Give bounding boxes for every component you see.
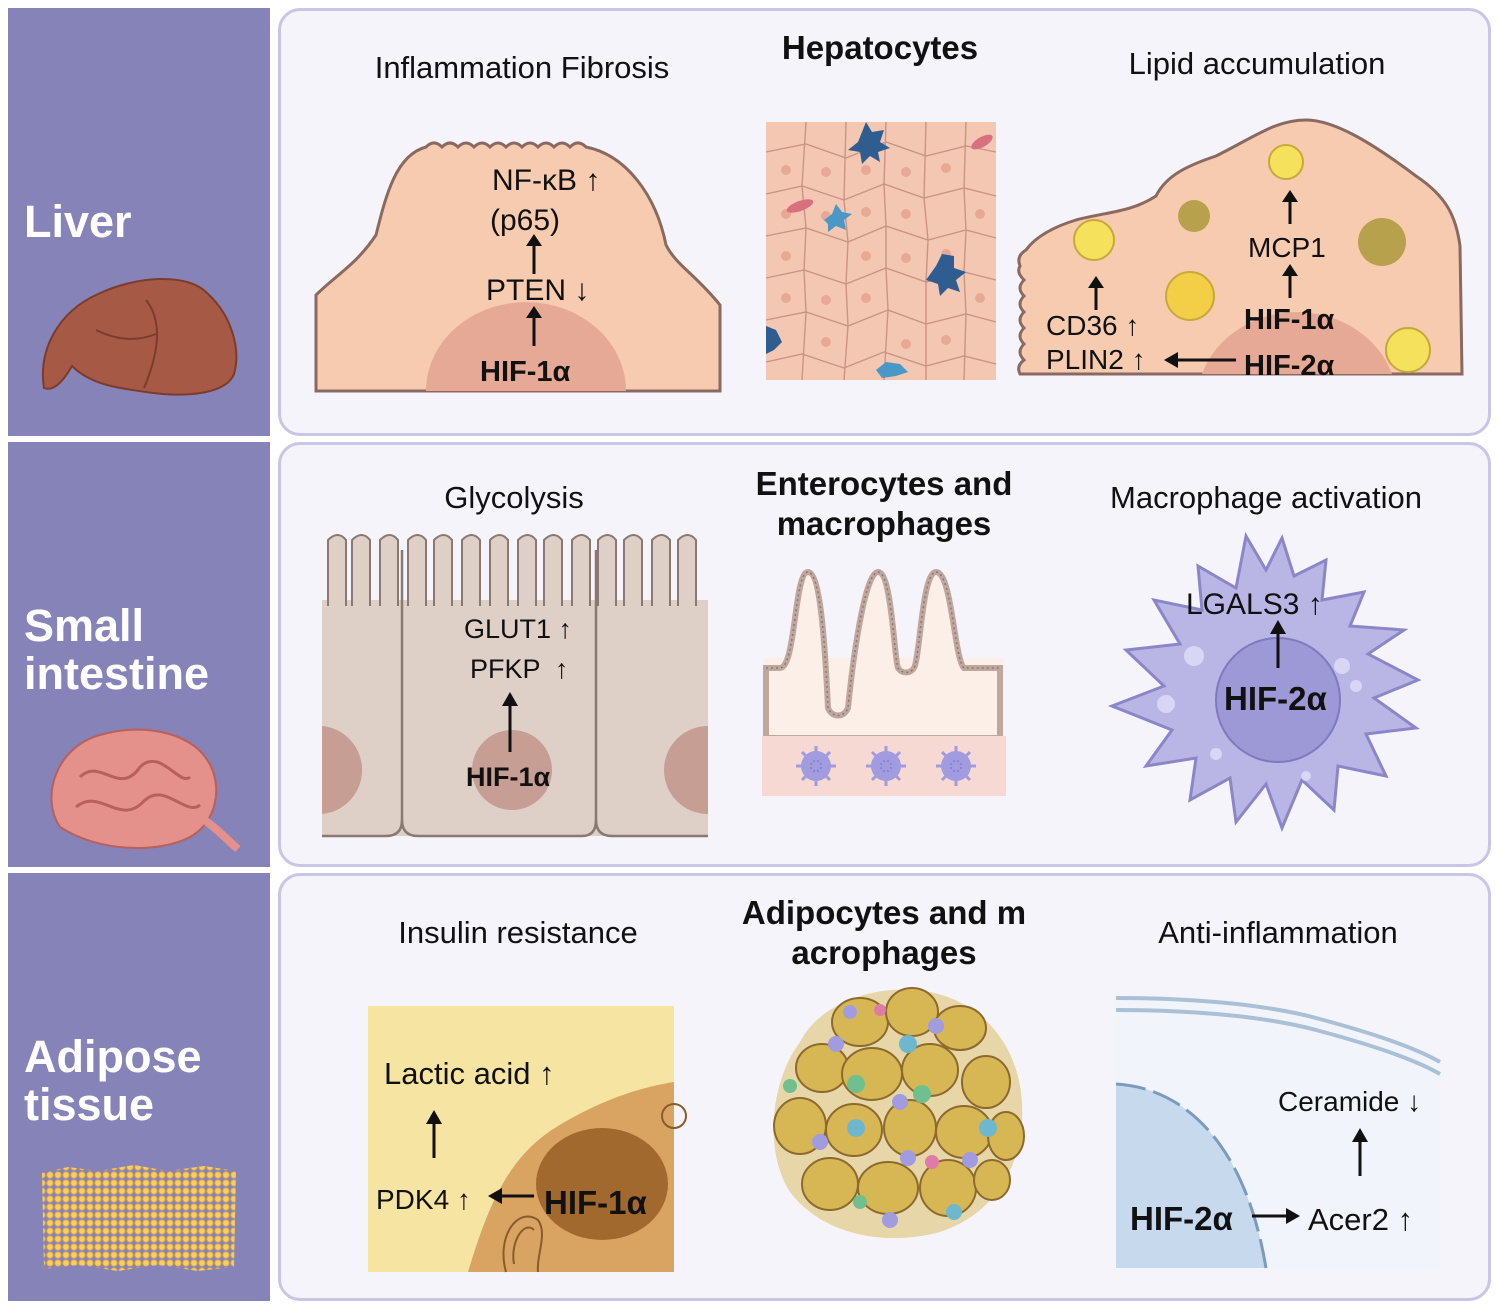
liver-right-hif1a-label: HIF-1α [1244, 304, 1335, 336]
arrow-up-icon [1088, 276, 1104, 310]
intestine-right-hif2a-label: HIF-2α [1224, 680, 1327, 717]
arrow-up-icon [1270, 620, 1286, 668]
glut1-label: GLUT1 ↑ [464, 614, 573, 644]
lgals3-label: LGALS3 ↑ [1186, 588, 1323, 621]
hepatocyte-tissue-image [765, 121, 997, 381]
lactic-acid-label: Lactic acid ↑ [384, 1056, 555, 1091]
arrow-left-icon [488, 1188, 534, 1204]
arrow-up-icon [1352, 1128, 1368, 1176]
pfkp-label: PFKP ↑ [470, 654, 569, 684]
intestinal-villi-image [762, 568, 1006, 796]
pdk4-label: PDK4 ↑ [376, 1184, 471, 1215]
lipid-laden-hepatocyte-shape [1017, 118, 1464, 376]
mcp1-label: MCP1 [1248, 232, 1326, 263]
organ-label-liver: Liver [24, 196, 132, 247]
arrow-up-icon [426, 1110, 442, 1158]
intestine-left-title: Glycolysis [444, 480, 584, 515]
adipose-left-title: Insulin resistance [398, 915, 638, 950]
intestine-center-title: Enterocytes and macrophages [755, 465, 1013, 542]
arrow-right-icon [1252, 1208, 1300, 1224]
arrow-up-icon [1282, 190, 1298, 224]
liver-right-title: Lipid accumulation [1128, 46, 1386, 81]
sidebar-small-intestine: Small intestine [8, 442, 270, 867]
pten-label: PTEN ↓ [486, 274, 590, 307]
liver-left-title: Inflammation Fibrosis [374, 50, 670, 85]
acer2-label: Acer2 ↑ [1308, 1202, 1414, 1237]
adipose-right-title: Anti-inflammation [1158, 915, 1398, 950]
arrow-up-icon [526, 306, 542, 346]
arrow-up-icon [502, 692, 518, 752]
organ-label-adipose-tissue: Adipose tissue [24, 1031, 202, 1130]
liver-center-title: Hepatocytes [781, 29, 979, 66]
enterocyte-cells-shape [322, 534, 708, 838]
ceramide-label: Ceramide ↓ [1278, 1086, 1422, 1117]
adipocyte-membrane-shape [1115, 996, 1442, 1269]
liver-left-hif1a-label: HIF-1α [480, 356, 571, 388]
adipose-cluster-image [773, 987, 1025, 1239]
cd36-label: CD36 ↑ [1046, 310, 1140, 341]
intestine-icon [50, 728, 241, 853]
arrow-up-icon [1282, 264, 1298, 298]
intestine-left-hif1a-label: HIF-1α [466, 762, 551, 792]
hepatocyte-cell-shape [314, 141, 722, 393]
liver-right-hif2a-label: HIF-2α [1244, 350, 1335, 382]
sidebar-liver: Liver [8, 8, 270, 436]
adipose-left-hif1a-label: HIF-1α [544, 1184, 647, 1221]
adipose-tissue-icon [42, 1165, 236, 1271]
adipocyte-cell-shape [368, 1006, 687, 1273]
adipose-right-hif2a-label: HIF-2α [1130, 1200, 1233, 1237]
p65-label: (p65) [490, 204, 561, 237]
arrow-up-icon [526, 234, 542, 274]
organ-label-small-intestine: Small intestine [24, 600, 210, 699]
adipose-center-title: Adipocytes and m acrophages [741, 894, 1027, 971]
intestine-right-title: Macrophage activation [1110, 480, 1422, 515]
sidebar-adipose-tissue: Adipose tissue [8, 873, 270, 1301]
plin2-label: PLIN2 ↑ [1046, 344, 1146, 375]
liver-icon [42, 278, 238, 396]
macrophage-cell-shape [1107, 531, 1422, 833]
arrow-left-icon [1164, 352, 1236, 368]
nfkb-label: NF-κB ↑ [492, 164, 601, 197]
